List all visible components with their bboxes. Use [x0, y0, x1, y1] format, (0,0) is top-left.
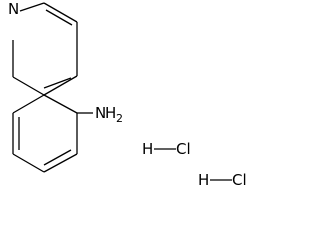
amine-nitrogen-label: N	[95, 104, 106, 122]
amine-hydrogen-label: H	[105, 104, 116, 122]
hydrochloride-2: H Cl	[198, 171, 247, 189]
bond-c4b-c8a	[43, 94, 78, 114]
isoquinoline-ring-bonds	[12, 2, 93, 173]
ring-nitrogen-label: N	[8, 0, 19, 18]
bond-c4a-c8a-inner	[43, 77, 72, 89]
bond-n2-c3	[19, 2, 45, 12]
amine-group: N H 2	[95, 104, 123, 125]
bond-c1-c8a	[12, 76, 45, 96]
bond-c3-c4-inner	[45, 9, 73, 26]
chemical-structure: N N H 2 H Cl H Cl	[8, 0, 247, 189]
hydrochloride-1: H Cl	[142, 140, 191, 158]
hcl-1-chlorine-label: Cl	[176, 140, 191, 158]
amine-hydrogen-count: 2	[116, 112, 123, 125]
bond-c4a-c8a	[43, 75, 78, 96]
bond-c3-c4	[43, 2, 78, 23]
bond-c8a-c8	[12, 94, 45, 114]
hcl-2-hydrogen-label: H	[198, 171, 209, 189]
bond-c6-c5	[43, 153, 78, 173]
hcl-1-hydrogen-label: H	[142, 140, 153, 158]
bond-c7-c6	[12, 153, 45, 173]
bond-c6-c5-inner	[43, 149, 72, 166]
hcl-2-chlorine-label: Cl	[232, 171, 247, 189]
